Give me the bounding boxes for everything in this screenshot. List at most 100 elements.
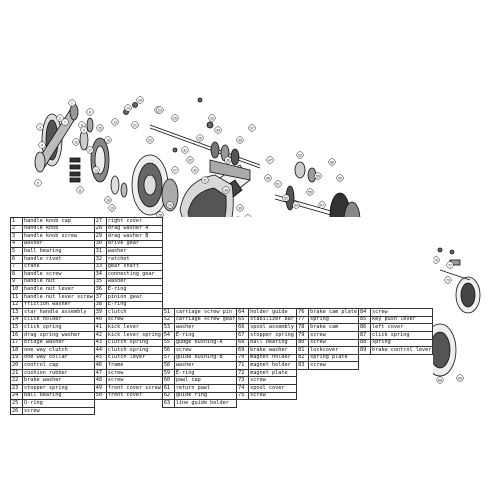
part-number: 82 xyxy=(296,353,310,363)
part-number: 49 xyxy=(93,384,107,393)
part-number: 19 xyxy=(10,353,23,363)
callout-circle xyxy=(136,96,144,104)
part-number: 84 xyxy=(358,308,372,317)
part-name: gear shaft xyxy=(105,262,163,272)
part-name: screw xyxy=(105,315,163,325)
part-name: control cap xyxy=(22,361,95,370)
part-number: 23 xyxy=(10,384,23,393)
part-name: guide ring xyxy=(173,391,238,401)
callout-number: 38 xyxy=(224,188,228,192)
empty-cell xyxy=(359,407,371,415)
part-callout: 88 xyxy=(436,376,444,384)
empty-cell xyxy=(309,271,359,279)
callout-number: 47 xyxy=(268,158,272,162)
part-number: 81 xyxy=(296,346,310,355)
part-number: 27 xyxy=(93,217,107,226)
callout-number: 5 xyxy=(37,181,39,185)
empty-cell xyxy=(297,407,309,415)
part-callout: 18 xyxy=(104,196,112,204)
callout-number: 14 xyxy=(126,106,130,110)
callout-number: 35 xyxy=(238,138,242,142)
part-number: 47 xyxy=(93,368,107,378)
part-name: friction washer xyxy=(22,300,95,310)
part-number: 44 xyxy=(93,346,107,355)
part-name: clutch spring xyxy=(105,346,163,355)
gear-shaft-drawing xyxy=(149,124,261,181)
part-name: handle knob screw xyxy=(22,232,95,241)
part-name: handle nut xyxy=(22,277,95,287)
part-name: brake cam xyxy=(308,323,360,332)
empty-cell xyxy=(237,263,249,271)
part-number: 74 xyxy=(236,384,250,393)
part-callout: 7 xyxy=(61,118,69,126)
empty-cell xyxy=(309,385,359,393)
empty-cell xyxy=(309,240,359,248)
part-number: 68 xyxy=(236,338,250,348)
empty-cell xyxy=(94,407,106,415)
empty-cell xyxy=(359,263,371,271)
part-name: cushion rubber xyxy=(22,368,95,378)
callout-number: 23 xyxy=(158,108,162,112)
part-number: 72 xyxy=(236,368,250,378)
callout-circle xyxy=(266,156,274,164)
callout-number: 12 xyxy=(94,168,98,172)
part-callout: 19 xyxy=(108,204,116,212)
part-callout: 54 xyxy=(292,201,300,209)
empty-cell xyxy=(162,271,174,279)
part-name: return pawl xyxy=(173,384,238,393)
part-callout: 15 xyxy=(96,124,104,132)
empty-cell xyxy=(249,407,297,415)
part-number: 37 xyxy=(93,292,107,302)
part-number: 45 xyxy=(93,353,107,363)
empty-cell xyxy=(249,301,297,309)
part-number: 71 xyxy=(236,361,250,370)
part-number: 10 xyxy=(10,285,23,294)
part-callout: 48 xyxy=(264,174,272,182)
part-number: 88 xyxy=(358,338,372,348)
empty-cell xyxy=(359,218,371,226)
part-number: 34 xyxy=(93,270,107,279)
empty-cell xyxy=(309,233,359,241)
empty-cell xyxy=(297,293,309,301)
empty-cell xyxy=(237,233,249,241)
part-callout: 27 xyxy=(171,166,179,174)
callout-circle xyxy=(274,180,282,188)
part-name: washer xyxy=(22,239,95,249)
callout-circle xyxy=(336,174,344,182)
part-name: magnet holder xyxy=(248,361,298,370)
part-number: 60 xyxy=(161,376,175,386)
callout-circle xyxy=(306,188,314,196)
part-callout: 25 xyxy=(171,114,179,122)
empty-cell xyxy=(359,362,371,370)
callout-number: 24 xyxy=(138,98,142,102)
part-callout: 2 xyxy=(56,114,64,122)
empty-cell xyxy=(371,255,433,263)
callout-circle xyxy=(34,179,42,187)
empty-cell xyxy=(249,293,297,301)
part-number: 16 xyxy=(10,330,23,340)
callout-circle xyxy=(86,146,94,154)
part-number: 75 xyxy=(236,391,250,401)
part-callout: 17 xyxy=(86,146,94,154)
part-name: ratchet xyxy=(105,254,163,264)
part-name: front cover xyxy=(105,391,163,401)
empty-cell xyxy=(162,301,174,309)
empty-cell xyxy=(237,293,249,301)
callout-number: 3 xyxy=(39,125,41,129)
empty-cell xyxy=(162,225,174,233)
part-callout: 21 xyxy=(131,121,139,129)
part-name: clutch xyxy=(105,308,163,317)
empty-cell xyxy=(309,248,359,256)
part-name: magnet plate xyxy=(248,368,298,378)
empty-cell xyxy=(359,233,371,241)
part-callout: 55 xyxy=(306,188,314,196)
callout-circle xyxy=(171,114,179,122)
part-callout: 14 xyxy=(124,104,132,112)
